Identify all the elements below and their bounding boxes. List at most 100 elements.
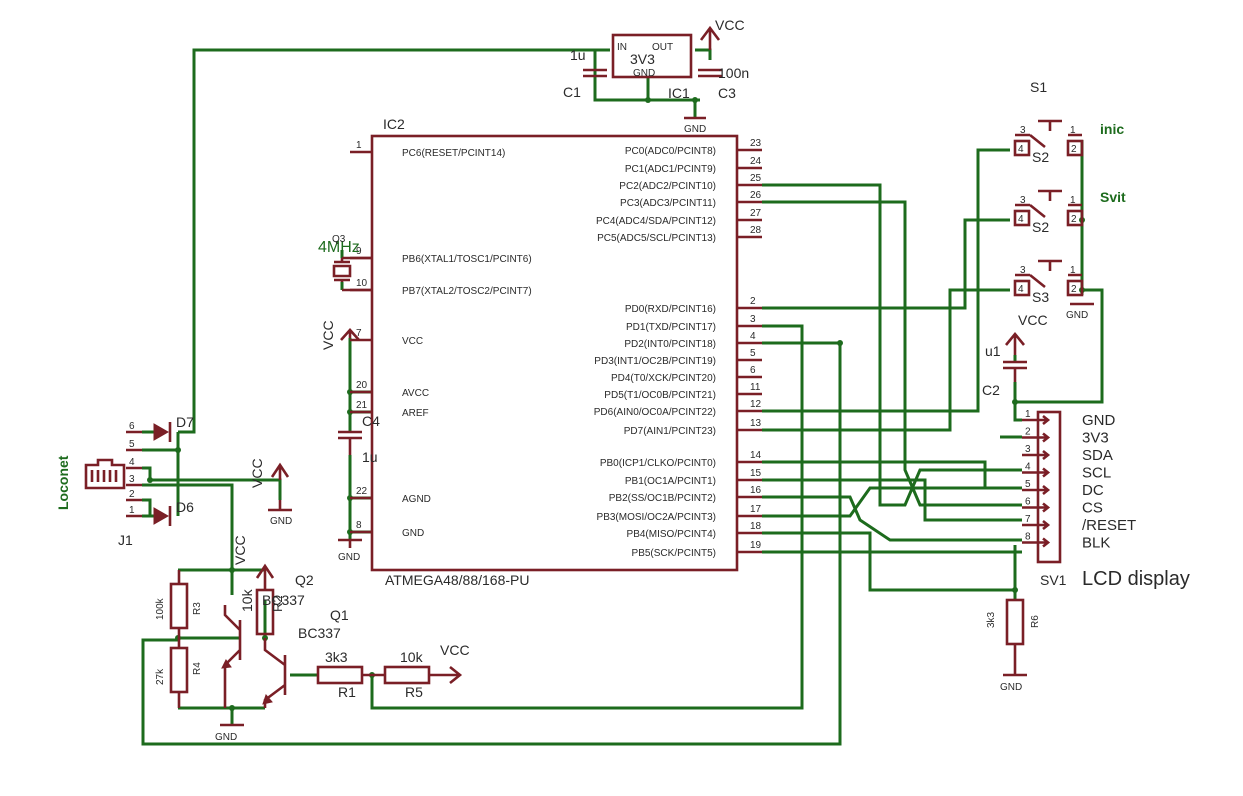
ic2-name: IC2 bbox=[383, 116, 405, 132]
j1-pin-number: 2 bbox=[129, 489, 135, 500]
ic2-right-pin-label: PC2(ADC2/PCINT10) bbox=[619, 181, 716, 192]
ic2-right-pin-number: 18 bbox=[750, 521, 762, 532]
ic2-right-pin-label: PD3(INT1/OC2B/PCINT19) bbox=[594, 356, 716, 367]
ic2-right-pin-number: 5 bbox=[750, 348, 756, 359]
reg-pin-in: IN bbox=[617, 42, 627, 53]
switch-label-inic: inic bbox=[1100, 121, 1124, 137]
switch-pin-4: 4 bbox=[1018, 214, 1024, 225]
reg-name: IC1 bbox=[668, 85, 690, 101]
s1-name: S1 bbox=[1030, 79, 1047, 95]
r1-name: R1 bbox=[338, 684, 356, 700]
switch-gnd-label: GND bbox=[1066, 310, 1088, 321]
switch-pin-2: 2 bbox=[1071, 144, 1077, 155]
j1-pin-number: 4 bbox=[129, 457, 135, 468]
ic2-right-pin-number: 24 bbox=[750, 156, 762, 167]
ic2-right-pin-number: 4 bbox=[750, 331, 756, 342]
r6-value: 3k3 bbox=[986, 611, 997, 628]
switch-name: S3 bbox=[1032, 289, 1049, 305]
ic2-left-pin-label: PB7(XTAL2/TOSC2/PCINT7) bbox=[402, 286, 532, 297]
r2-name: R2 bbox=[270, 595, 285, 612]
ic2-right-pin-number: 16 bbox=[750, 485, 762, 496]
lcd-pin-number: 4 bbox=[1025, 462, 1031, 473]
q1-type: BC337 bbox=[298, 625, 341, 641]
j1-pin-number: 5 bbox=[129, 439, 135, 450]
switch-name: S2 bbox=[1032, 149, 1049, 165]
ic2-part: ATMEGA48/88/168-PU bbox=[385, 572, 529, 588]
ic2-right-pin-label: PD1(TXD/PCINT17) bbox=[626, 322, 716, 333]
lcd-pin-number: 8 bbox=[1025, 532, 1031, 543]
ic2-right-pin-label: PC0(ADC0/PCINT8) bbox=[625, 146, 716, 157]
switch-body bbox=[1015, 189, 1082, 219]
lcd-pin-lead bbox=[1022, 432, 1051, 443]
ic2-left-pin-number: 20 bbox=[356, 380, 368, 391]
c3-name: C3 bbox=[718, 85, 736, 101]
switch-pin-2: 2 bbox=[1071, 214, 1077, 225]
lcd-pin-lead bbox=[1022, 414, 1051, 426]
ic2-right-pin-label: PD7(AIN1/PCINT23) bbox=[624, 426, 716, 437]
regulator-ic1: IN OUT 3V3 GND IC1 1u C1 100n C3 VCC GND bbox=[563, 17, 749, 135]
stage-gnd: GND bbox=[215, 732, 237, 743]
r4-value: 27k bbox=[155, 668, 166, 685]
switch-pin-4: 4 bbox=[1018, 144, 1024, 155]
c4-name: C4 bbox=[362, 413, 380, 429]
lcd-pin-lead bbox=[1022, 449, 1051, 461]
switch-pad bbox=[1013, 139, 1031, 157]
c2-name: C2 bbox=[982, 382, 1000, 398]
ic2-left-pin-label: AREF bbox=[402, 408, 429, 419]
ic2-right-pin-label: PB4(MISO/PCINT4) bbox=[627, 529, 716, 540]
lcd-title: LCD display bbox=[1082, 568, 1190, 590]
ic2-right-pin-label: PD0(RXD/PCINT16) bbox=[625, 304, 716, 315]
ic2-right-pins: 23PC0(ADC0/PCINT8)24PC1(ADC1/PCINT9)25PC… bbox=[594, 138, 762, 559]
ic2-left-pins: 1PC6(RESET/PCINT14)9PB6(XTAL1/TOSC1/PCIN… bbox=[350, 140, 532, 539]
reg-gnd-label: GND bbox=[684, 124, 706, 135]
c1-value: 1u bbox=[570, 47, 586, 63]
ic2-left-pin-number: 21 bbox=[356, 400, 368, 411]
r3-name: R3 bbox=[192, 602, 203, 615]
c2-vcc-label: VCC bbox=[1018, 312, 1048, 328]
q1-name: Q1 bbox=[330, 607, 349, 623]
j1-pin-number: 1 bbox=[129, 505, 135, 516]
switch-pin-2: 2 bbox=[1071, 284, 1077, 295]
switch-name: S2 bbox=[1032, 219, 1049, 235]
crystal-value: 4MHz bbox=[318, 239, 360, 256]
reg-pin-out: OUT bbox=[652, 42, 673, 53]
switch-body bbox=[1015, 259, 1082, 289]
switch-pin-3: 3 bbox=[1020, 195, 1026, 206]
ic2-left-pin-number: 9 bbox=[356, 246, 362, 257]
ic2-right-pin-label: PC4(ADC4/SDA/PCINT12) bbox=[596, 216, 716, 227]
r6-gnd: GND bbox=[1000, 682, 1022, 693]
q2-name: Q2 bbox=[295, 572, 314, 588]
ic2-right-pin-label: PC1(ADC1/PCINT9) bbox=[625, 164, 716, 175]
mcu-supply: VCC C4 1u GND bbox=[320, 320, 380, 563]
r5-vcc: VCC bbox=[440, 642, 470, 658]
lcd-pin-number: 2 bbox=[1025, 427, 1031, 438]
ic2-left-pin-number: 8 bbox=[356, 520, 362, 531]
ic2-right-pin-number: 26 bbox=[750, 190, 762, 201]
ic2-left-pin-number: 7 bbox=[356, 328, 362, 339]
ic2-right-pin-number: 11 bbox=[750, 382, 761, 393]
lcd-pin-lead bbox=[1022, 484, 1051, 496]
wires bbox=[141, 48, 1104, 746]
lcd-pin-lead bbox=[1022, 467, 1051, 478]
lcd-pin-label: GND bbox=[1082, 412, 1116, 429]
ic2-right-pin-number: 17 bbox=[750, 504, 762, 515]
lcd-pin-number: 5 bbox=[1025, 479, 1031, 490]
loconet-gnd: GND bbox=[270, 516, 292, 527]
switch-pad bbox=[1066, 209, 1084, 227]
switch-pad bbox=[1013, 209, 1031, 227]
ic2-left-pin-label: PB6(XTAL1/TOSC1/PCINT6) bbox=[402, 254, 532, 265]
ic2-left-pin-number: 10 bbox=[356, 278, 368, 289]
c2-capacitor: VCC u1 C2 bbox=[982, 312, 1048, 398]
lcd-pin-label: DC bbox=[1082, 482, 1104, 499]
ic2-right-pin-number: 27 bbox=[750, 208, 762, 219]
stage-vcc: VCC bbox=[232, 535, 248, 565]
c4-value: 1u bbox=[362, 449, 378, 465]
ic2-left-pin-number: 22 bbox=[356, 486, 368, 497]
ic2-right-pin-label: PC5(ADC5/SCL/PCINT13) bbox=[597, 233, 716, 244]
reg-value: 3V3 bbox=[630, 51, 655, 67]
switch-body bbox=[1015, 119, 1082, 149]
d6-name: D6 bbox=[176, 499, 194, 515]
ic2-right-pin-label: PB2(SS/OC1B/PCINT2) bbox=[609, 493, 716, 504]
lcd-pin-label: BLK bbox=[1082, 535, 1110, 552]
